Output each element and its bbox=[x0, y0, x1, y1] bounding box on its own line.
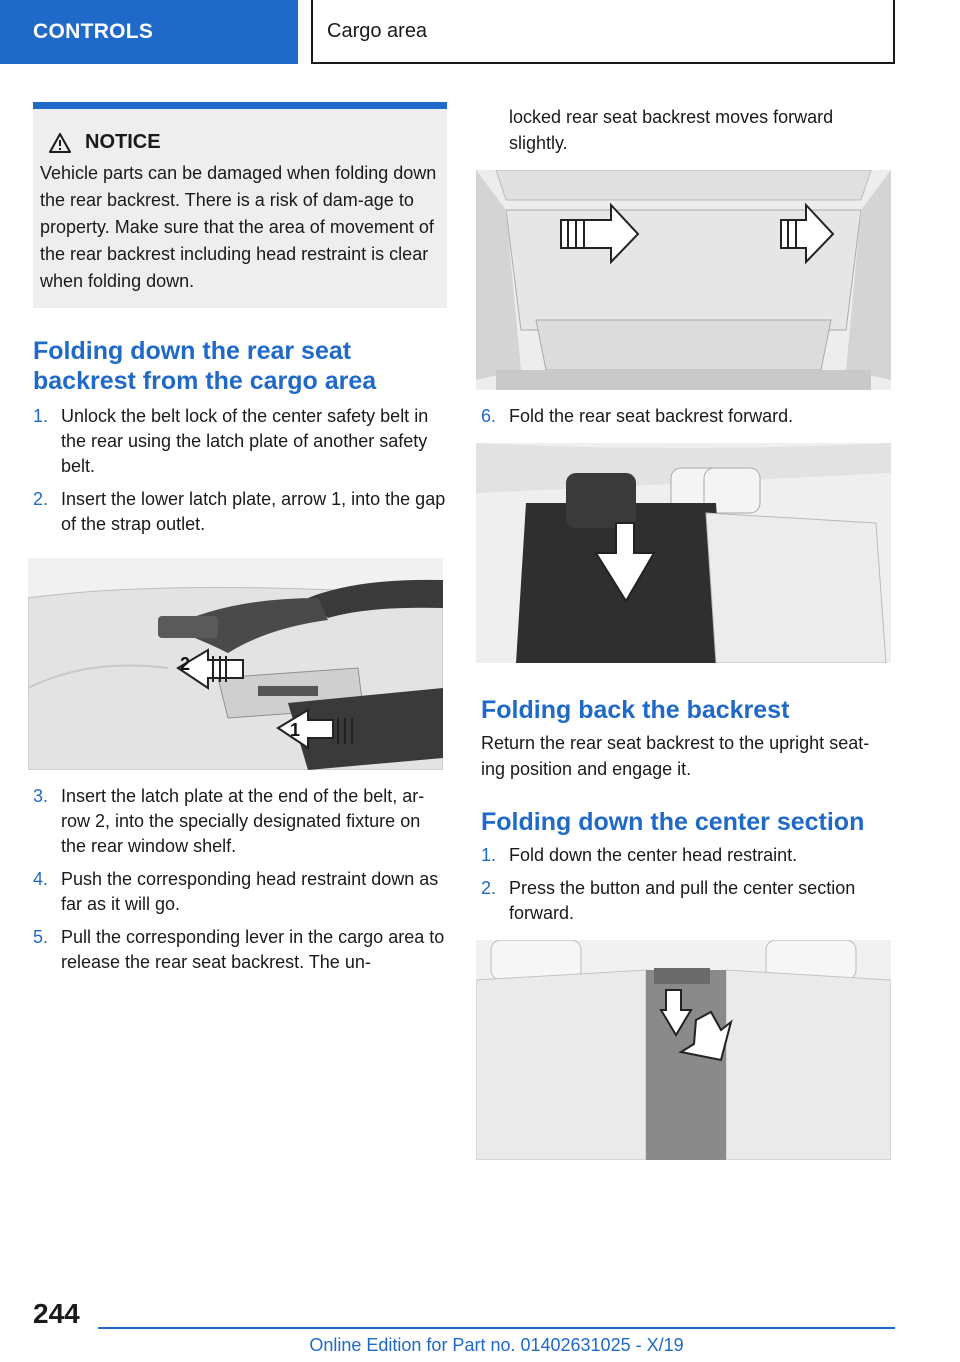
section-heading-fold-back: Folding back the backrest bbox=[481, 696, 790, 724]
section-heading-fold-down: Folding down the rear seat backrest from… bbox=[33, 337, 377, 395]
left-column: NOTICE Vehicle parts can be damaged when… bbox=[33, 102, 447, 545]
notice-text: Vehicle parts can be damaged when foldin… bbox=[40, 163, 437, 291]
section-heading-center-section: Folding down the center section bbox=[481, 808, 865, 836]
step-number: 4. bbox=[33, 869, 49, 889]
list-item: 1. Unlock the belt lock of the center saf… bbox=[33, 404, 447, 479]
notice-title: NOTICE bbox=[85, 131, 161, 153]
chapter-tab[interactable]: CONTROLS bbox=[0, 0, 298, 64]
notice-header: NOTICE bbox=[49, 131, 439, 154]
section-title: Cargo area bbox=[311, 0, 895, 64]
step-text: Pull the corresponding lever in the carg… bbox=[61, 927, 445, 972]
footer-divider bbox=[98, 1327, 895, 1329]
step-number: 1. bbox=[33, 406, 49, 426]
arrow-1-label: 1 bbox=[290, 720, 300, 740]
step-text: Push the corresponding head restraint do… bbox=[61, 869, 439, 914]
center-section-figure bbox=[476, 940, 891, 1160]
list-item: 3. Insert the latch plate at the end of t… bbox=[33, 784, 447, 859]
latch-plate-figure: 2 1 bbox=[28, 558, 443, 770]
arrow-2-label: 2 bbox=[180, 654, 190, 674]
fold-down-steps-a: 1. Unlock the belt lock of the center saf… bbox=[33, 404, 447, 537]
list-item: 2. Press the button and pull the center s… bbox=[481, 876, 891, 926]
warning-icon bbox=[49, 132, 71, 153]
center-section-steps: 1. Fold down the center head restraint. 2… bbox=[481, 843, 891, 934]
cargo-area-figure bbox=[476, 170, 891, 390]
page-number: 244 bbox=[33, 1298, 80, 1329]
step-number: 5. bbox=[33, 927, 49, 947]
continuation-paragraph: locked rear seat backrest moves forward … bbox=[509, 107, 834, 153]
step-text: Press the button and pull the center sec… bbox=[509, 878, 856, 923]
fold-back-text: Return the rear seat backrest to the upr… bbox=[481, 733, 870, 779]
step-number: 1. bbox=[481, 845, 497, 865]
step-number: 6. bbox=[481, 406, 497, 426]
step-number: 3. bbox=[33, 786, 49, 806]
edition-footer: Online Edition for Part no. 01402631025 … bbox=[309, 1335, 684, 1355]
list-item: 1. Fold down the center head restraint. bbox=[481, 843, 891, 868]
step-number: 2. bbox=[481, 878, 497, 898]
fold-down-steps-b: 3. Insert the latch plate at the end of t… bbox=[33, 784, 447, 983]
step-text: Insert the latch plate at the end of the… bbox=[61, 786, 425, 856]
list-item: 4. Push the corresponding head restraint … bbox=[33, 867, 447, 917]
list-item: 5. Pull the corresponding lever in the ca… bbox=[33, 925, 447, 975]
list-item: 2. Insert the lower latch plate, arrow 1,… bbox=[33, 487, 447, 537]
backrest-fold-figure bbox=[476, 443, 891, 663]
step-text: Fold down the center head restraint. bbox=[509, 845, 798, 865]
notice-box: NOTICE Vehicle parts can be damaged when… bbox=[33, 102, 447, 308]
fold-down-step-6: 6. Fold the rear seat backrest forward. bbox=[481, 404, 891, 437]
step-text: Unlock the belt lock of the center safet… bbox=[61, 406, 429, 476]
list-item: 6. Fold the rear seat backrest forward. bbox=[481, 404, 891, 429]
step-number: 2. bbox=[33, 489, 49, 509]
step-text: Fold the rear seat backrest forward. bbox=[509, 406, 794, 426]
step-text: Insert the lower latch plate, arrow 1, i… bbox=[61, 489, 446, 534]
continuation-text: locked rear seat backrest moves forward … bbox=[509, 104, 891, 156]
